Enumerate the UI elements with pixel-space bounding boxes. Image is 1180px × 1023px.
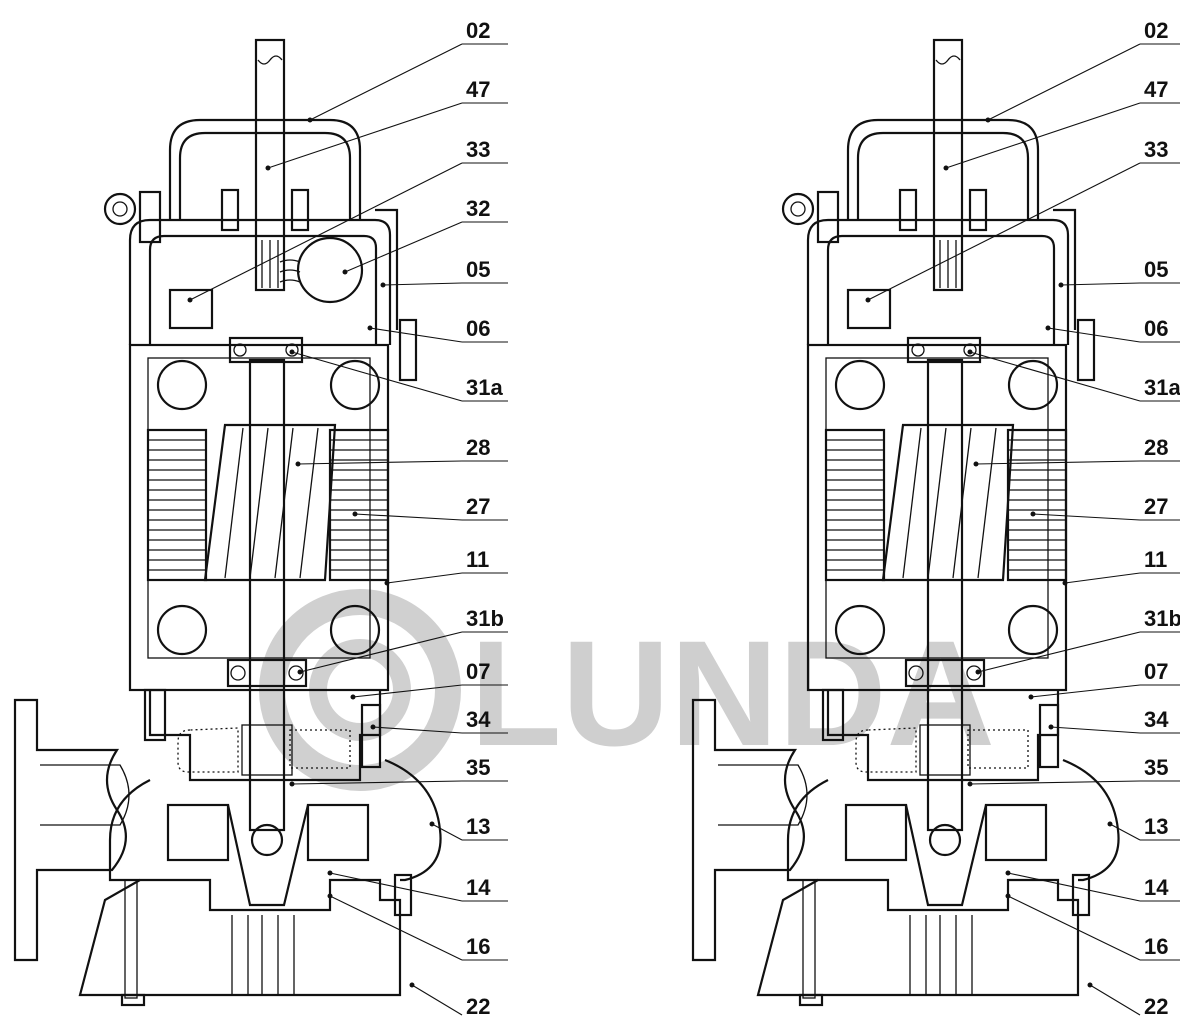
callout-right-28: 28 [974, 435, 1180, 467]
terminal-block-left [170, 290, 212, 328]
svg-text:14: 14 [466, 875, 491, 900]
callout-left-28: 28 [296, 435, 509, 467]
svg-text:27: 27 [466, 494, 490, 519]
svg-text:35: 35 [466, 755, 490, 780]
callouts-right: 02 47 33 05 06 31a 28 27 11 31b 07 34 35… [866, 18, 1180, 1018]
discharge-flange-left [15, 700, 126, 960]
svg-text:07: 07 [1144, 659, 1168, 684]
callout-right-07: 07 [1029, 659, 1180, 700]
callout-right-02: 02 [986, 18, 1180, 123]
svg-text:13: 13 [1144, 814, 1168, 839]
motor-housing-left [130, 345, 388, 690]
svg-text:11: 11 [466, 547, 489, 572]
callout-right-05: 05 [1059, 257, 1180, 288]
base-stand-left [80, 880, 400, 995]
lifting-ring-right-icon [783, 194, 813, 224]
svg-text:06: 06 [1144, 316, 1168, 341]
callout-left-16: 16 [328, 894, 509, 961]
rotor-right [883, 425, 1013, 580]
svg-text:27: 27 [1144, 494, 1168, 519]
impeller-right [846, 805, 1046, 905]
svg-text:16: 16 [466, 934, 490, 959]
svg-text:05: 05 [1144, 257, 1168, 282]
svg-text:33: 33 [1144, 137, 1168, 162]
capacitor-left [298, 238, 362, 302]
pump-casing-right [788, 760, 1119, 880]
svg-text:22: 22 [466, 994, 490, 1018]
callout-right-34: 34 [1049, 707, 1180, 733]
terminal-block-right [848, 290, 890, 328]
callout-left-02: 02 [308, 18, 509, 123]
svg-text:05: 05 [466, 257, 490, 282]
top-cover-right [848, 120, 1038, 220]
svg-text:34: 34 [1144, 707, 1169, 732]
svg-text:31b: 31b [1144, 606, 1180, 631]
svg-text:34: 34 [466, 707, 491, 732]
callout-left-11: 11 [385, 547, 509, 586]
pump-drawing-right [693, 40, 1119, 1005]
callout-left-22: 22 [410, 983, 491, 1019]
svg-text:16: 16 [1144, 934, 1168, 959]
svg-text:35: 35 [1144, 755, 1168, 780]
svg-text:47: 47 [466, 77, 490, 102]
callout-right-35: 35 [968, 755, 1180, 787]
svg-text:02: 02 [1144, 18, 1168, 43]
callout-right-27: 27 [1031, 494, 1180, 520]
callouts-left: 02 47 33 32 05 06 31a 28 27 11 31b 07 34… [188, 18, 509, 1018]
svg-text:13: 13 [466, 814, 490, 839]
callout-right-14: 14 [1006, 871, 1180, 902]
svg-text:11: 11 [1144, 547, 1167, 572]
svg-text:07: 07 [466, 659, 490, 684]
svg-text:22: 22 [1144, 994, 1168, 1018]
callout-right-31a: 31a [968, 350, 1180, 402]
shaft-left [250, 360, 284, 830]
callout-left-05: 05 [381, 257, 509, 288]
svg-text:28: 28 [466, 435, 490, 460]
svg-text:31a: 31a [1144, 375, 1180, 400]
svg-text:31a: 31a [466, 375, 503, 400]
svg-text:02: 02 [466, 18, 490, 43]
svg-text:28: 28 [1144, 435, 1168, 460]
top-cover-left [170, 120, 360, 220]
pump-drawing-left [15, 40, 441, 1005]
callout-right-22: 22 [1088, 983, 1169, 1019]
svg-text:14: 14 [1144, 875, 1169, 900]
callout-right-11: 11 [1063, 547, 1180, 586]
stator-right [826, 430, 1066, 580]
impeller-left [168, 805, 368, 905]
svg-text:32: 32 [466, 196, 490, 221]
svg-text:33: 33 [466, 137, 490, 162]
svg-text:06: 06 [466, 316, 490, 341]
callout-left-06: 06 [368, 316, 509, 342]
svg-text:47: 47 [1144, 77, 1168, 102]
callout-left-31a: 31a [290, 350, 509, 402]
callout-right-16: 16 [1006, 894, 1180, 961]
stator-left [148, 430, 388, 580]
base-stand-right [758, 880, 1078, 995]
rotor-left [205, 425, 335, 580]
svg-text:31b: 31b [466, 606, 504, 631]
lifting-ring-left-icon [105, 194, 135, 224]
callout-left-27: 27 [353, 494, 509, 520]
callout-right-06: 06 [1046, 316, 1180, 342]
